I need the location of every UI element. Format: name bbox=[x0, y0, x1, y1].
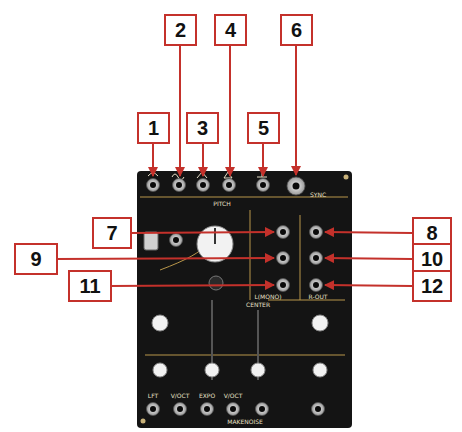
panel-label: PITCH bbox=[213, 201, 230, 207]
jack-sockets bbox=[147, 177, 325, 416]
callout-number: 1 bbox=[148, 118, 159, 138]
callout-box: 4 bbox=[214, 14, 247, 46]
slider-controls bbox=[153, 300, 327, 380]
panel-label: LFT bbox=[148, 393, 158, 399]
panel-label: R-OUT bbox=[308, 294, 327, 300]
panel-label: SYNC bbox=[310, 192, 326, 198]
panel-label: CENTER bbox=[246, 302, 270, 308]
callout-box: 6 bbox=[280, 14, 313, 46]
callout-number: 10 bbox=[421, 249, 443, 269]
knobs bbox=[152, 226, 328, 331]
callout-box: 2 bbox=[164, 14, 197, 46]
callout-number: 2 bbox=[175, 20, 186, 40]
panel-screws bbox=[141, 175, 349, 424]
callout-box: 11 bbox=[68, 270, 112, 302]
callout-number: 4 bbox=[225, 20, 236, 40]
callout-number: 8 bbox=[426, 223, 437, 243]
callout-box: 5 bbox=[247, 112, 280, 144]
callout-box: 7 bbox=[92, 217, 132, 249]
module-panel bbox=[137, 171, 352, 428]
callout-box: 9 bbox=[14, 243, 58, 275]
panel-label: EXPO bbox=[199, 393, 215, 399]
panel-label: V/OCT bbox=[171, 393, 190, 399]
waveform-symbols bbox=[148, 172, 267, 180]
panel-label: L(MONO) bbox=[254, 294, 281, 300]
panel-label: V/OCT bbox=[224, 393, 243, 399]
callout-number: 6 bbox=[291, 20, 302, 40]
callout-number: 7 bbox=[106, 223, 117, 243]
callout-box: 1 bbox=[137, 112, 170, 144]
callout-box: 3 bbox=[186, 112, 219, 144]
callout-number: 5 bbox=[258, 118, 269, 138]
toggle-switch bbox=[144, 232, 158, 250]
callout-number: 12 bbox=[421, 276, 443, 296]
callout-number: 9 bbox=[30, 249, 41, 269]
panel-graphics bbox=[140, 197, 348, 355]
panel-label: MAKENOISE bbox=[227, 419, 263, 425]
callout-number: 3 bbox=[197, 118, 208, 138]
callout-number: 11 bbox=[79, 276, 100, 296]
callout-box: 12 bbox=[412, 270, 452, 302]
leader-lines bbox=[56, 46, 412, 286]
